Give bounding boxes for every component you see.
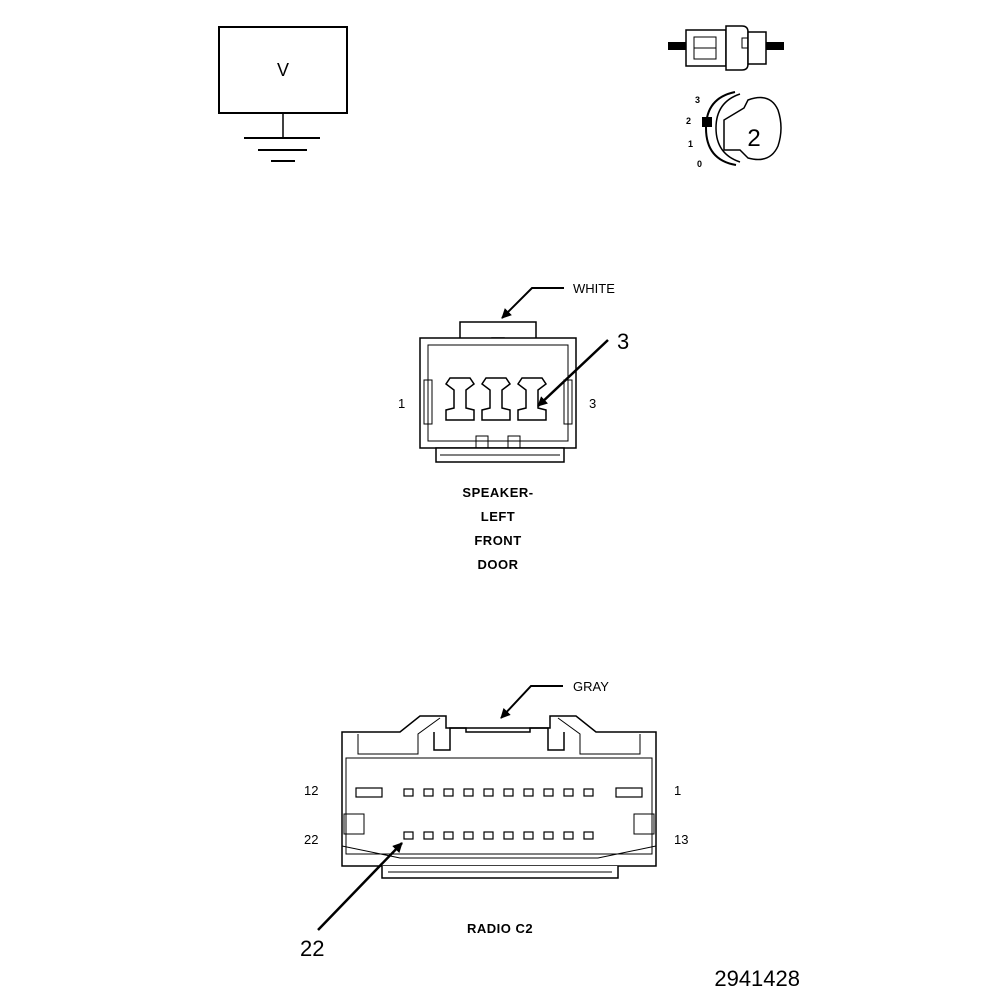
key-position-1: 1 [688, 139, 693, 149]
speaker-name-line-4: DOOR [478, 557, 519, 572]
key-position-0: 0 [697, 159, 702, 169]
radio-pin-top-left: 12 [304, 783, 318, 798]
speaker-name-line-2: LEFT [481, 509, 516, 524]
radio-color-label: GRAY [573, 679, 609, 694]
ground-icon [244, 137, 320, 162]
figure-number: 2941428 [714, 966, 800, 991]
key-position-3: 3 [695, 95, 700, 105]
speaker-connector: WHITE 3 1 3 SPEAKER- LEFT FRONT DOOR [398, 281, 629, 572]
speaker-name-line-3: FRONT [474, 533, 521, 548]
speaker-name-line-1: SPEAKER- [462, 485, 533, 500]
voltmeter-box [218, 26, 348, 114]
radio-connector: GRAY [300, 679, 688, 961]
radio-name: RADIO C2 [467, 921, 533, 936]
radio-pin-bottom-left: 22 [304, 832, 318, 847]
radio-pin-bottom-right: 13 [674, 832, 688, 847]
speaker-pin-right: 3 [589, 396, 596, 411]
radio-pointer-number: 22 [300, 936, 324, 961]
speaker-color-label: WHITE [573, 281, 615, 296]
key-number: 2 [747, 125, 760, 152]
key-position-2: 2 [686, 116, 691, 126]
voltmeter-symbol: V [218, 26, 348, 162]
voltmeter-label: V [277, 60, 289, 80]
speaker-pin-left: 1 [398, 396, 405, 411]
ignition-key-icon: 3 2 1 0 2 [686, 91, 782, 169]
connector-plug-icon [668, 25, 784, 71]
speaker-pointer-number: 3 [617, 329, 629, 354]
radio-pin-top-right: 1 [674, 783, 681, 798]
